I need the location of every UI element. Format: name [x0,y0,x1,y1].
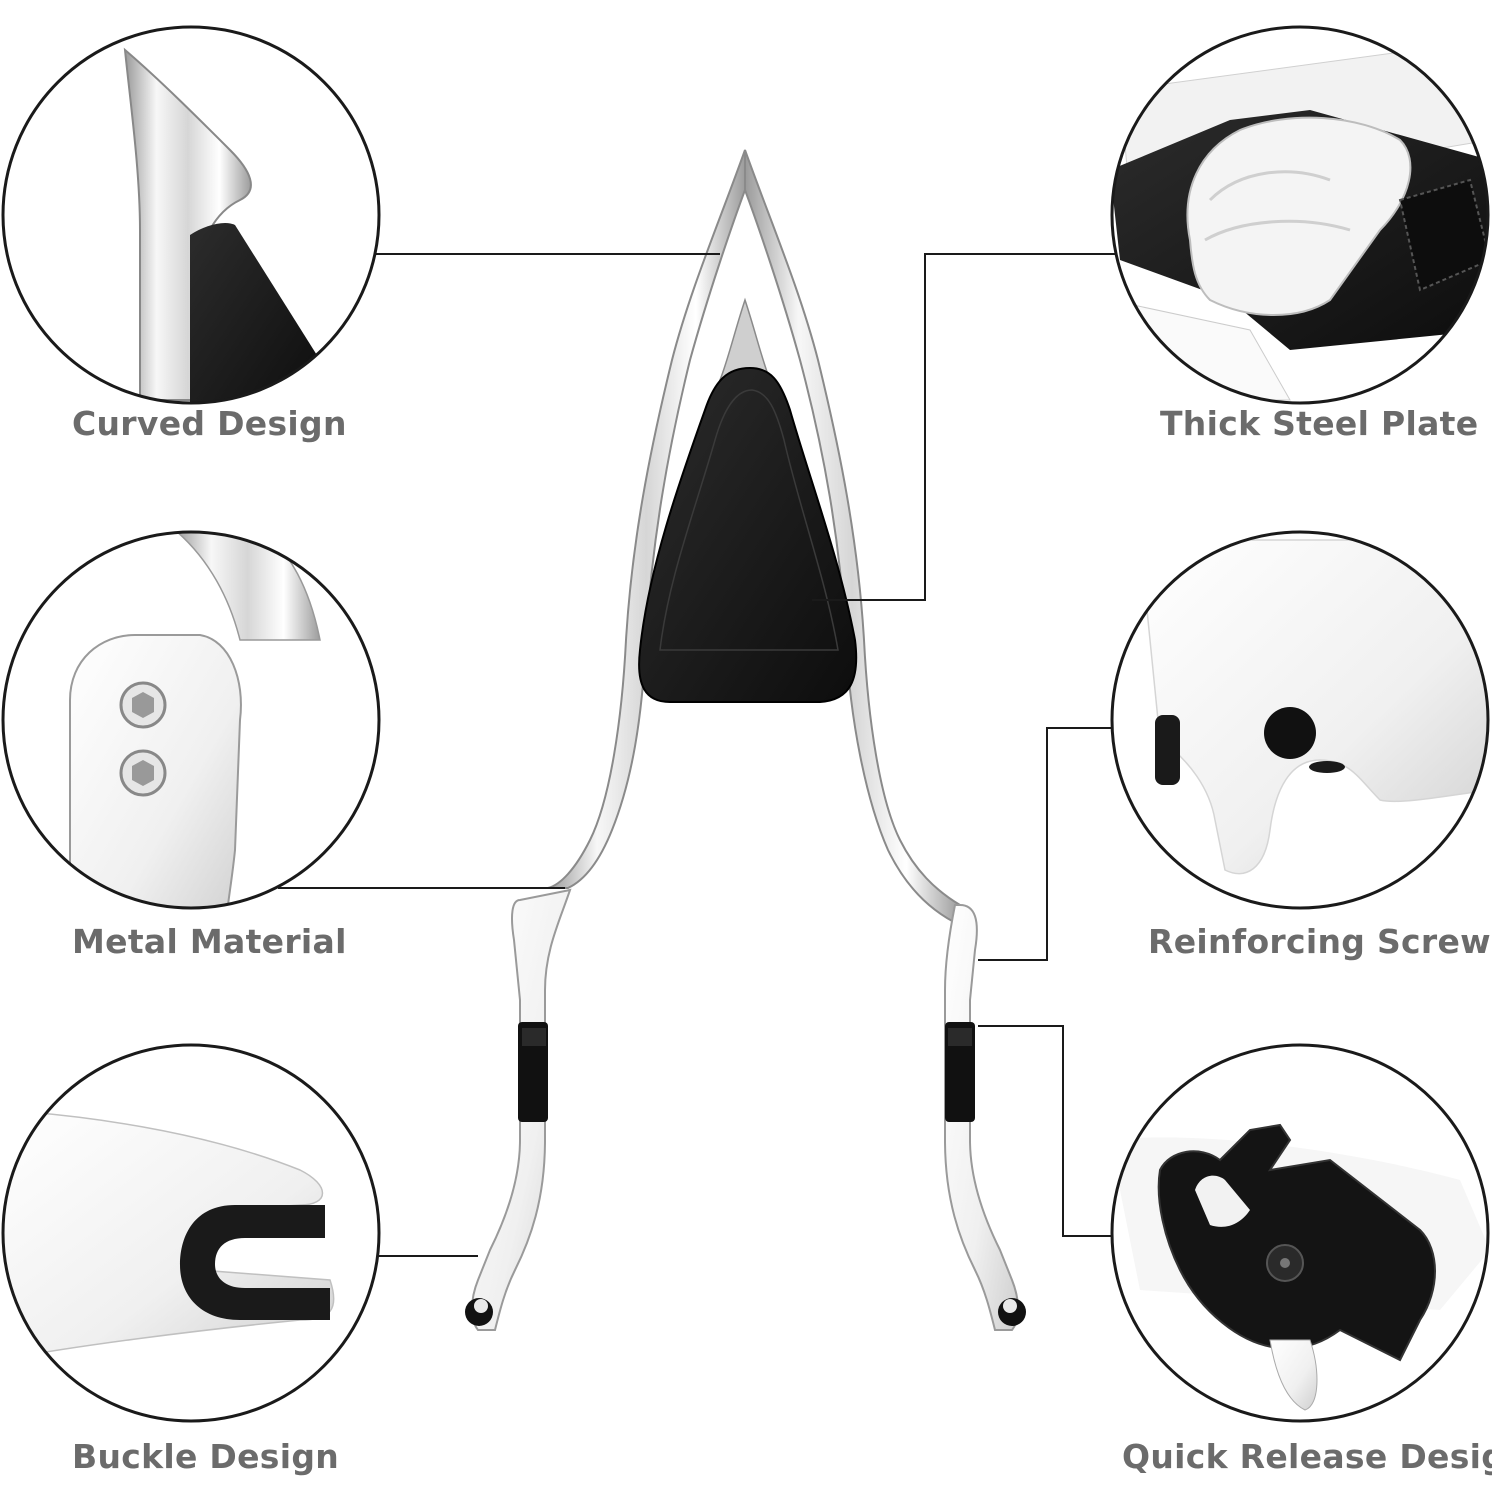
detail-circle-reinforcing-screw [1110,530,1490,910]
callout-lines [278,253,1116,1257]
callout-line-screw [978,727,1112,961]
screw-side-knob [1155,715,1180,785]
callout-line-release [978,1025,1112,1237]
sissy-bar-backrest [465,149,1026,1331]
detail-circle-metal-material [1,530,381,910]
callout-line-thick [812,253,1116,601]
backrest-pad [638,366,858,703]
detail-circle-buckle-design [1,1043,381,1423]
thick-steel-plate-label: Thick Steel Plate [1160,404,1479,443]
detail-circle-curved-design [1,25,381,405]
left-latch [518,1022,548,1122]
curved-design-label: Curved Design [72,404,347,443]
detail-circle-thick-steel-plate [1110,25,1490,405]
right-latch [945,1022,975,1122]
detail-circle-quick-release-design [1110,1043,1490,1423]
left-mount-plate [465,888,572,1331]
reinforcing-screw-label: Reinforcing Screw [1148,922,1491,961]
right-mount-plate [944,904,1026,1331]
u-buckle-detail-icon [180,1205,330,1320]
buckle-design-label: Buckle Design [72,1437,340,1476]
pad-cross-section-detail-icon [1186,116,1412,316]
metal-material-label: Metal Material [72,922,347,961]
quick-release-design-label: Quick Release Design [1122,1437,1492,1476]
curved-tip-detail-icon [123,47,252,401]
screw-detail-icon [1264,707,1316,759]
